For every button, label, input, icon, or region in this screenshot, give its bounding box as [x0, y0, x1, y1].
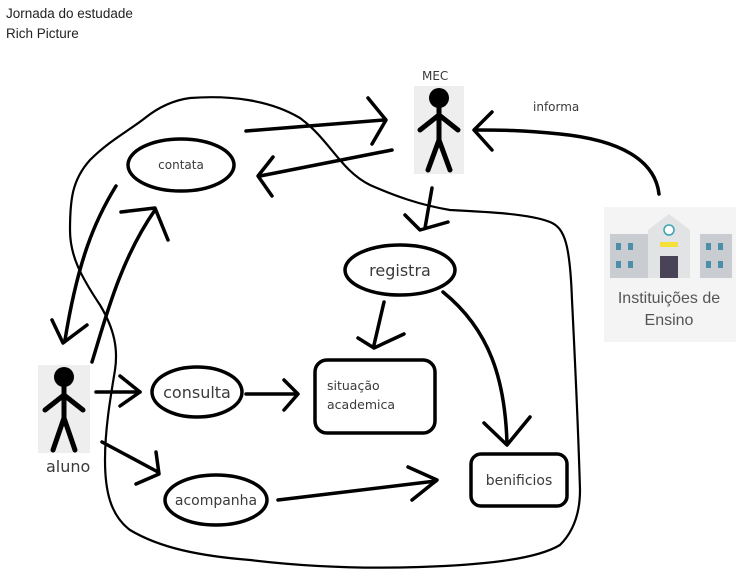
- arrow-registra-to-beneficios-head: [482, 415, 532, 447]
- arrow-acompanha-to-beneficios-head: [406, 465, 439, 502]
- title-block: Jornada do estudade Rich Picture: [6, 4, 133, 44]
- situacao-label-line2: academica: [327, 397, 395, 412]
- arrow-aluno-to-acompanha: [100, 440, 160, 474]
- aluno-head-icon: [54, 367, 74, 387]
- diagram-subtitle: Rich Picture: [6, 26, 79, 41]
- acompanha-label: acompanha: [175, 493, 257, 509]
- registra-label: registra: [369, 261, 431, 280]
- arrow-mec-to-registra-head: [403, 213, 450, 232]
- instituicoes-label: Instituições de Ensino: [604, 288, 734, 332]
- contata-ellipse: [126, 137, 236, 193]
- arrow-registra-to-beneficios: [441, 290, 509, 445]
- acompanha-ellipse: [163, 473, 269, 527]
- diagram-title: Jornada do estudade: [6, 6, 133, 21]
- arrow-aluno-to-contata-head: [119, 206, 170, 242]
- arrow-aluno-to-contata: [90, 208, 157, 364]
- arrow-informa-head: [472, 110, 494, 152]
- arrow-consulta-to-situacao-head: [282, 378, 300, 412]
- arrow-contata-to-aluno: [63, 184, 118, 342]
- contata-label: contata: [158, 158, 204, 172]
- consulta-ellipse: [150, 365, 244, 419]
- aluno-body-icon: [42, 384, 86, 453]
- beneficios-box: [469, 452, 569, 508]
- school-building-icon: [610, 214, 732, 278]
- arrow-aluno-to-consulta-head: [118, 374, 142, 408]
- aluno-actor: [42, 367, 86, 453]
- arrow-mec-to-contata: [258, 148, 394, 178]
- system-boundary: [68, 96, 582, 569]
- informa-label: informa: [533, 100, 579, 114]
- arrow-contata-to-mec: [244, 118, 386, 133]
- arrow-acompanha-to-beneficios: [276, 479, 438, 502]
- arrow-aluno-to-acompanha-head: [134, 450, 161, 486]
- arrow-registra-to-situacao: [372, 300, 386, 347]
- arrow-contata-to-mec-head: [366, 96, 388, 146]
- situacao-label-line1: situação: [327, 378, 380, 393]
- arrow-mec-to-registra: [423, 186, 434, 230]
- arrow-contata-to-aluno-head: [50, 318, 89, 345]
- mec-head-icon: [429, 88, 449, 108]
- arrow-mec-to-contata-head: [256, 155, 275, 198]
- arrow-registra-to-situacao-head: [356, 332, 406, 350]
- instituicoes-label-line1: Instituições de: [617, 290, 721, 307]
- consulta-label: consulta: [163, 383, 231, 402]
- beneficios-label: benificios: [486, 473, 553, 489]
- instituicoes-label-line2: Ensino: [644, 312, 694, 329]
- mec-actor: [417, 88, 461, 173]
- situacao-academica-box: [313, 358, 437, 435]
- registra-ellipse: [343, 243, 457, 297]
- aluno-label: aluno: [46, 457, 90, 476]
- mec-label: MEC: [422, 69, 448, 83]
- mec-body-icon: [417, 105, 461, 173]
- arrow-informa: [474, 128, 661, 196]
